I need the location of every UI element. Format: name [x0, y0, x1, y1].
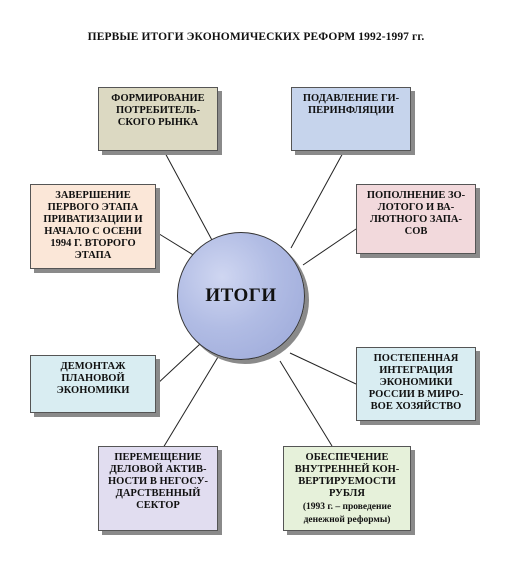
box-reserves: ПОПОЛНЕНИЕ ЗО- ЛОТОГО И ВА- ЛЮТНОГО ЗАПА…: [356, 184, 476, 254]
connector-integration: [289, 352, 357, 385]
box-business-sector: ПЕРЕМЕЩЕНИЕ ДЕЛОВОЙ АКТИВ- НОСТИ В НЕГОС…: [98, 446, 218, 531]
connector-inflation: [290, 150, 345, 249]
box-line: ВОЕ ХОЗЯЙСТВО: [370, 401, 462, 412]
box-line: ПОДАВЛЕНИЕ ГИ-: [302, 93, 400, 104]
box-line: ЗАВЕРШЕНИЕ: [55, 190, 131, 201]
box-note-line: (1993 г. – проведение: [302, 502, 392, 512]
box-line: НАЧАЛО С ОСЕНИ: [44, 226, 142, 237]
box-line: ПОПОЛНЕНИЕ ЗО-: [366, 190, 466, 201]
diagram-title: ПЕРВЫЕ ИТОГИ ЭКОНОМИЧЕСКИХ РЕФОРМ 1992-1…: [87, 31, 425, 43]
box-line: ЭКОНОМИКИ: [56, 385, 130, 396]
box-note-line: денежной реформы): [303, 515, 391, 525]
center-circle: ИТОГИ: [177, 232, 305, 360]
box-line: ЭТАПА: [74, 250, 112, 261]
box-line: ЛЮТНОГО ЗАПА-: [369, 214, 463, 225]
connector-planned-economy: [155, 343, 201, 386]
box-line: РУБЛЯ: [329, 488, 365, 499]
box-consumer-market: ФОРМИРОВАНИЕ ПОТРЕБИТЕЛЬ- СКОГО РЫНКА: [98, 87, 218, 151]
box-line: РОССИИ В МИРО-: [368, 389, 464, 400]
connector-convertibility: [279, 360, 333, 447]
box-line: ИНТЕГРАЦИЯ: [379, 365, 453, 376]
box-line: ДАРСТВЕННЫЙ: [115, 488, 201, 499]
box-line: НОСТИ В НЕГОСУ-: [107, 476, 208, 487]
box-privatization: ЗАВЕРШЕНИЕ ПЕРВОГО ЭТАПА ПРИВАТИЗАЦИИ И …: [30, 184, 156, 269]
box-planned-economy: ДЕМОНТАЖ ПЛАНОВОЙ ЭКОНОМИКИ: [30, 355, 156, 413]
box-inflation: ПОДАВЛЕНИЕ ГИ- ПЕРИНФЛЯЦИИ: [291, 87, 411, 151]
box-line: ПЛАНОВОЙ: [61, 373, 125, 384]
box-line: ВЕРТИРУЕМОСТИ: [298, 476, 396, 487]
box-line: ПЕРИНФЛЯЦИИ: [307, 105, 395, 116]
box-line: ПОТРЕБИТЕЛЬ-: [116, 105, 200, 116]
box-line: ДЕЛОВОЙ АКТИВ-: [109, 464, 207, 475]
box-convertibility: ОБЕСПЕЧЕНИЕ ВНУТРЕННЕЙ КОН- ВЕРТИРУЕМОСТ…: [283, 446, 411, 531]
box-line: ЛОТОГО И ВА-: [377, 202, 455, 213]
box-line: ПОСТЕПЕННАЯ: [373, 353, 459, 364]
box-line: ЭКОНОМИКИ: [379, 377, 453, 388]
box-line: ОБЕСПЕЧЕНИЕ: [305, 452, 389, 463]
box-line: СОВ: [404, 226, 428, 237]
box-line: ФОРМИРОВАНИЕ: [111, 93, 205, 104]
box-line: ПЕРЕМЕЩЕНИЕ: [114, 452, 202, 463]
box-line: ПРИВАТИЗАЦИИ И: [43, 214, 143, 225]
box-line: ВНУТРЕННЕЙ КОН-: [294, 464, 400, 475]
box-line: СЕКТОР: [136, 500, 180, 511]
box-line: СКОГО РЫНКА: [117, 117, 199, 128]
box-integration: ПОСТЕПЕННАЯ ИНТЕГРАЦИЯ ЭКОНОМИКИ РОССИИ …: [356, 347, 476, 421]
connector-reserves: [302, 228, 357, 266]
box-line: ПЕРВОГО ЭТАПА: [47, 202, 139, 213]
connector-consumer-market: [163, 150, 214, 243]
connector-privatization: [155, 231, 196, 257]
box-line: ДЕМОНТАЖ: [60, 361, 126, 372]
box-line: 1994 г. ВТОРОГО: [50, 238, 136, 249]
connector-business-sector: [162, 356, 219, 449]
